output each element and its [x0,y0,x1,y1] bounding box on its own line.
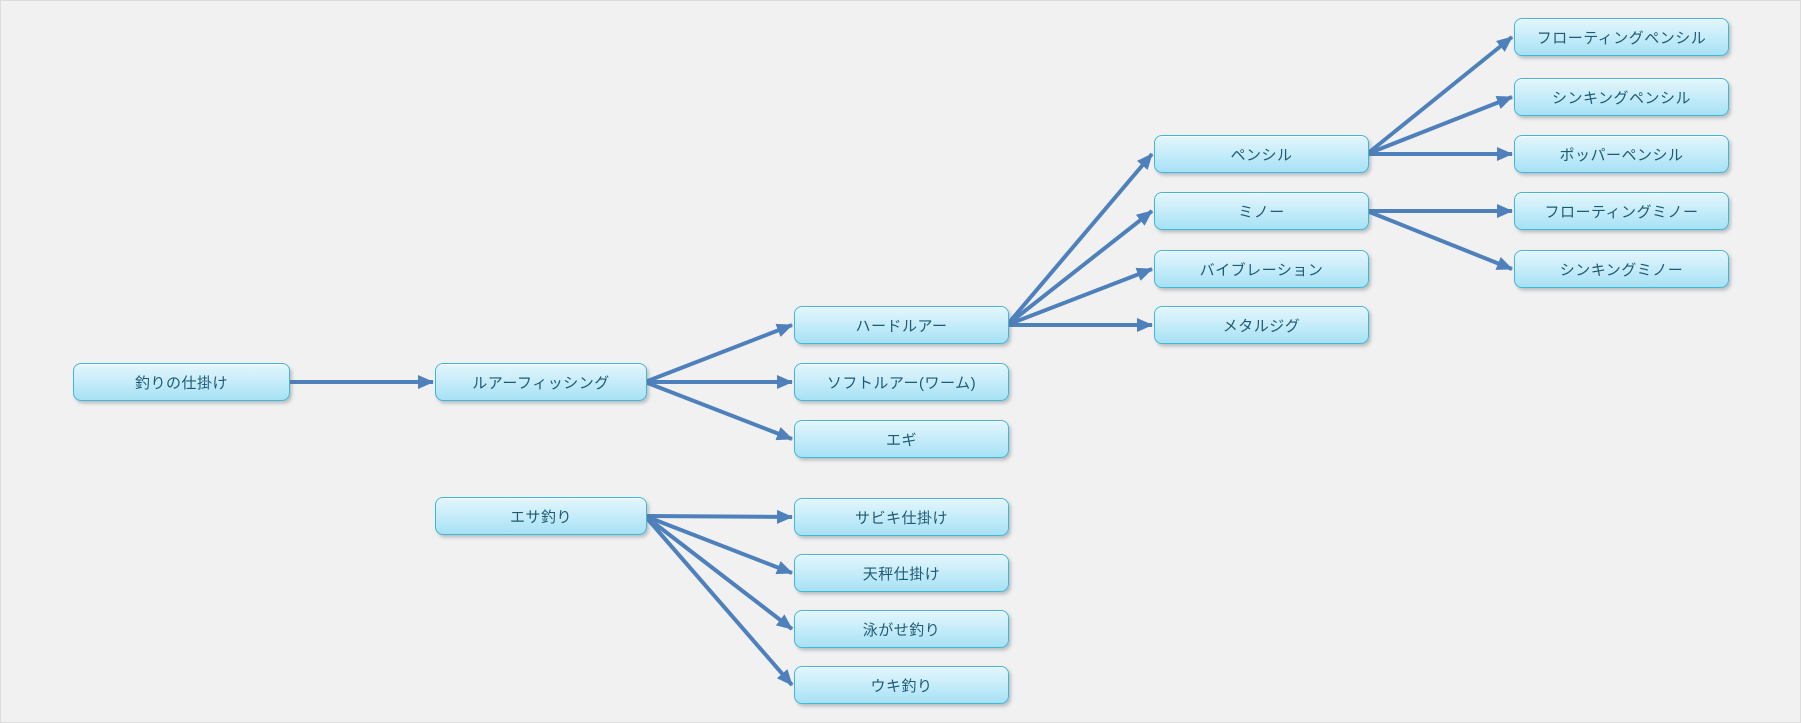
node-sinking-pencil: シンキングペンシル [1514,78,1729,116]
node-egi: エギ [794,420,1009,458]
node-hard-lure: ハードルアー [794,306,1009,344]
node-vibration: バイブレーション [1154,250,1369,288]
edge-arrow [1366,209,1513,271]
node-sinking-minnow: シンキングミノー [1514,250,1729,288]
edge-arrow [1366,95,1513,156]
edge-arrow [1006,267,1153,327]
edge-arrow [643,514,794,631]
edge-arrow [644,380,793,441]
node-oyogase-fishing: 泳がせ釣り [794,610,1009,648]
node-pencil: ペンシル [1154,135,1369,173]
node-uki-fishing: ウキ釣り [794,666,1009,704]
node-tenbin-rig: 天秤仕掛け [794,554,1009,592]
node-floating-pencil: フローティングペンシル [1514,18,1729,56]
node-minnow: ミノー [1154,192,1369,230]
edge-arrow [1005,152,1154,327]
node-metal-jig: メタルジグ [1154,306,1369,344]
edge-arrow [643,514,794,687]
edge-arrow [644,514,793,575]
edge-arrow [644,509,793,524]
node-lure-fishing: ルアーフィッシング [435,363,647,401]
edge-arrow [1005,209,1154,327]
node-fishing-rig: 釣りの仕掛け [73,363,290,401]
edge-arrow [644,323,793,384]
node-floating-minnow: フローティングミノー [1514,192,1729,230]
node-bait-fishing: エサ釣り [435,497,647,535]
node-soft-lure-worm: ソフトルアー(ワーム) [794,363,1009,401]
node-sabiki-rig: サビキ仕掛け [794,498,1009,536]
edge-arrow [1365,35,1514,156]
node-popper-pencil: ポッパーペンシル [1514,135,1729,173]
